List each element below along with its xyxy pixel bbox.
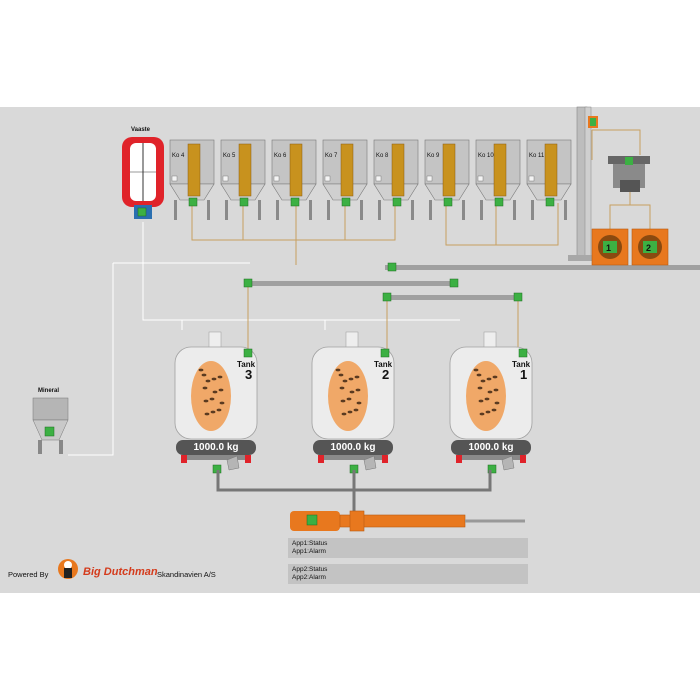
- mixer-unit: [608, 156, 650, 192]
- app2-alarm: App2:Alarm: [292, 574, 326, 581]
- company-name: Skandinavien A/S: [157, 570, 216, 579]
- bin-5[interactable]: [220, 139, 266, 220]
- screw-conveyor[interactable]: [290, 510, 525, 532]
- app2-status: App2:Status: [292, 566, 328, 573]
- app1-alarm: App1:Alarm: [292, 548, 326, 555]
- bin-label: Ko 7: [325, 153, 338, 159]
- bin-8[interactable]: [373, 139, 419, 220]
- valve-indicators: [243, 262, 523, 302]
- bin-9[interactable]: [424, 139, 470, 220]
- tank-weight-display: 1000.0 kg: [176, 440, 256, 455]
- scale-indicator-label: 1: [606, 243, 611, 253]
- brand-name: Big Dutchman: [83, 566, 158, 578]
- mixing-tank-1[interactable]: [449, 331, 533, 474]
- distribution-bar-middle: [248, 281, 458, 286]
- scale-box-2[interactable]: [631, 228, 669, 266]
- bin-7[interactable]: [322, 139, 368, 220]
- water-lines: [68, 222, 460, 456]
- tank-group: [174, 331, 533, 474]
- feed-pipes: [191, 129, 651, 352]
- scale-box-1[interactable]: [591, 228, 629, 266]
- distribution-bar-lower: [387, 295, 520, 300]
- mineral-label: Mineral: [38, 388, 60, 394]
- mineral-bin[interactable]: [32, 397, 69, 454]
- bin-row: [169, 139, 572, 220]
- bin-label: Ko 8: [376, 153, 389, 159]
- mixing-tank-3[interactable]: [174, 331, 258, 474]
- bin-6[interactable]: [271, 139, 317, 220]
- distribution-bar-top: [385, 265, 700, 270]
- bin-10[interactable]: [475, 139, 521, 220]
- tank-weight-display: 1000.0 kg: [451, 440, 531, 455]
- bin-label: Ko 10: [478, 153, 494, 159]
- bin-label: Ko 11: [529, 153, 545, 159]
- big-dutchman-logo-icon: [58, 559, 78, 579]
- bin-label: Ko 6: [274, 153, 287, 159]
- app1-status: App1:Status: [292, 540, 328, 547]
- tank-title: Tank: [512, 360, 531, 369]
- bin-label: Ko 9: [427, 153, 440, 159]
- vaaste-silo[interactable]: [122, 137, 164, 219]
- bin-label: Ko 4: [172, 153, 185, 159]
- scale-indicator-label: 2: [646, 243, 651, 253]
- tank-number: 1: [520, 367, 528, 382]
- tank-number: 2: [382, 367, 390, 382]
- tank-title: Tank: [237, 360, 256, 369]
- mixing-tank-2[interactable]: [311, 331, 395, 474]
- powered-by-label: Powered By: [8, 570, 49, 579]
- silo-label: Vaaste: [131, 127, 151, 133]
- bin-11[interactable]: [526, 139, 572, 220]
- tank-number: 3: [245, 367, 253, 382]
- drain-pipes: [216, 470, 492, 512]
- app2-status-panel: [288, 564, 528, 584]
- bin-4[interactable]: [169, 139, 215, 220]
- bin-label: Ko 5: [223, 153, 236, 159]
- tank-weight-display: 1000.0 kg: [313, 440, 393, 455]
- app1-status-panel: [288, 538, 528, 558]
- tank-title: Tank: [374, 360, 393, 369]
- elevator-tower: [568, 106, 598, 261]
